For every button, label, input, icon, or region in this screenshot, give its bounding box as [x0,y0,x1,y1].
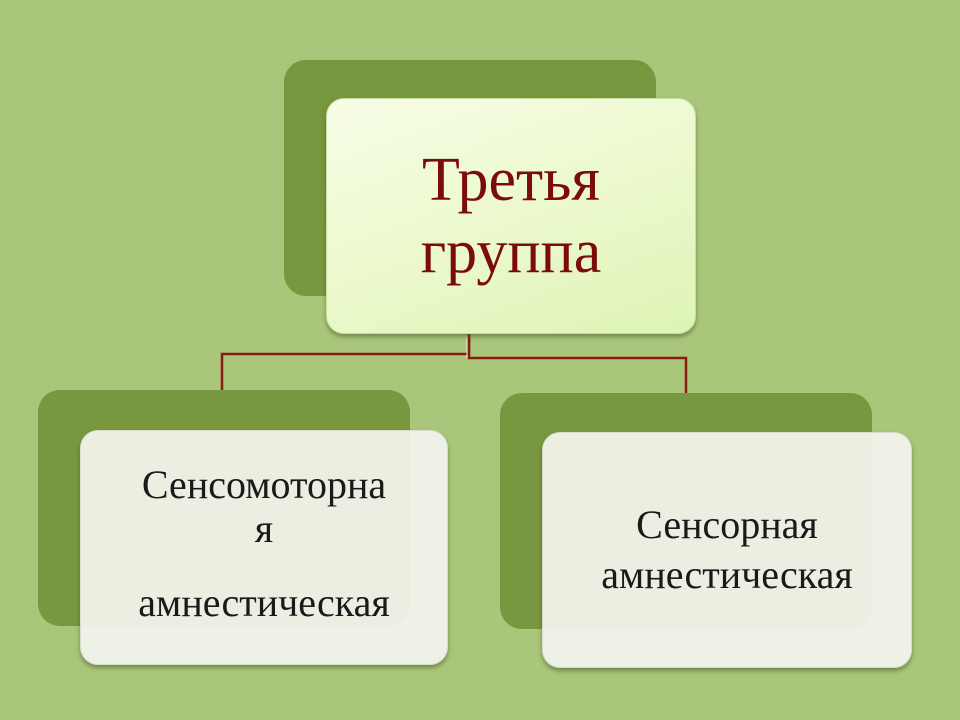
child-box-sensorimotor-text: Сенсомоторна я амнестическая [138,462,390,625]
child-box-sensory: Сенсорная амнестическая [542,432,912,668]
root-box: Третья группа [326,98,696,334]
child-1-line-1: Сенсомоторна [141,461,387,507]
child-2-line-1: Сенсорная [636,502,818,547]
root-line-2: группа [420,218,602,286]
child-box-sensory-text: Сенсорная амнестическая [601,500,852,600]
child-1-line-2: я [254,505,274,551]
connector-right [467,334,688,393]
child-box-sensorimotor: Сенсомоторна я амнестическая [80,430,448,665]
child-2-line-2: амнестическая [601,552,853,597]
child-1-line-3: амнестическая [138,579,390,625]
root-line-1: Третья [422,146,600,214]
root-box-text: Третья группа [421,144,602,288]
connector-left [220,334,471,390]
